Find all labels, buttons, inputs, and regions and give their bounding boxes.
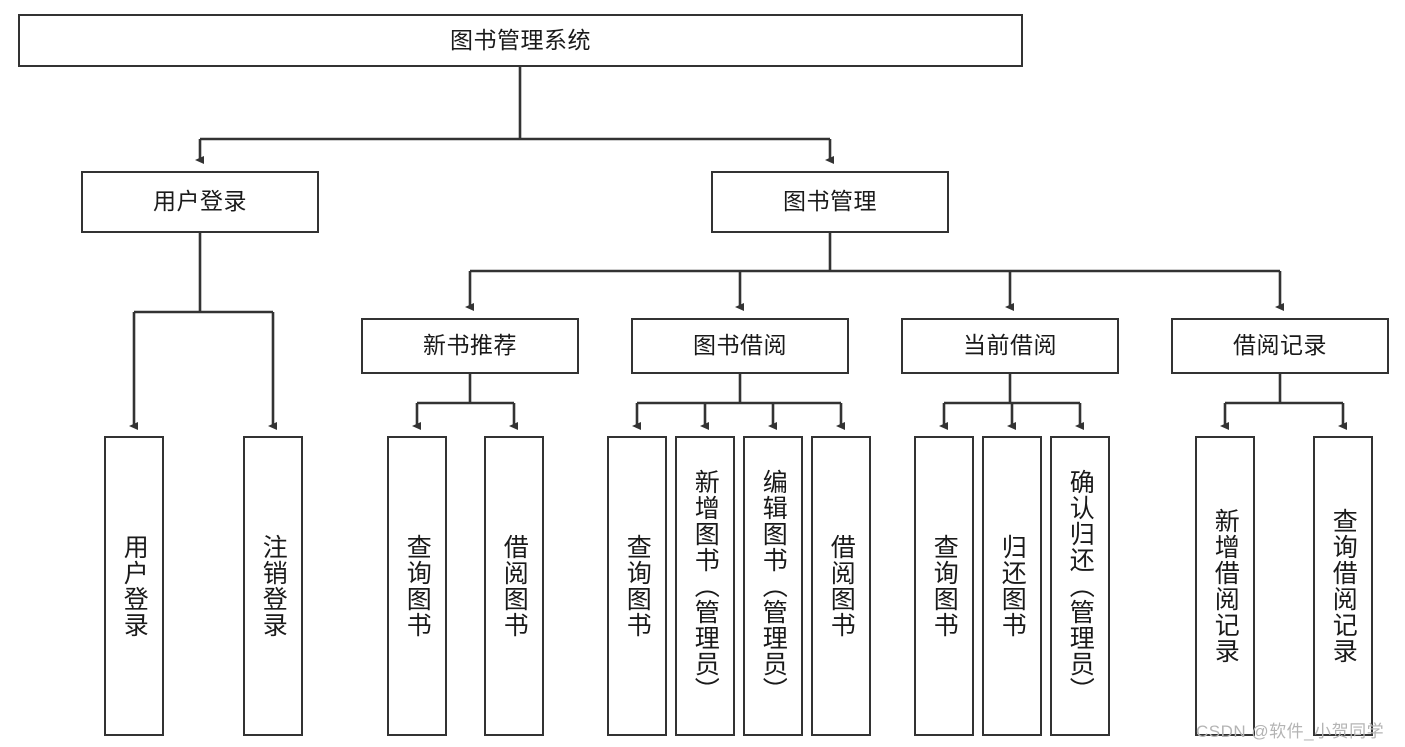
leaf-current-confirm-return-label: 确认归还（管理员）	[1066, 469, 1095, 703]
node-new-book-recommend[interactable]: 新书推荐	[361, 318, 579, 374]
node-user-login[interactable]: 用户登录	[81, 171, 319, 233]
leaf-current-query-book[interactable]: 查询图书	[914, 436, 974, 736]
node-book-borrow-label: 图书借阅	[693, 332, 787, 359]
leaf-user-login-label: 用户登录	[120, 534, 149, 638]
leaf-recommend-query-book-label: 查询图书	[403, 534, 432, 638]
node-borrow-records[interactable]: 借阅记录	[1171, 318, 1389, 374]
leaf-borrow-query-book[interactable]: 查询图书	[607, 436, 667, 736]
leaf-borrow-add-book-label: 新增图书（管理员）	[691, 469, 720, 703]
leaf-current-return-book[interactable]: 归还图书	[982, 436, 1042, 736]
leaf-borrow-edit-book-label: 编辑图书（管理员）	[759, 469, 788, 703]
leaf-borrow-borrow-book-label: 借阅图书	[827, 534, 856, 638]
node-book-management[interactable]: 图书管理	[711, 171, 949, 233]
leaf-current-confirm-return[interactable]: 确认归还（管理员）	[1050, 436, 1110, 736]
node-borrow-records-label: 借阅记录	[1233, 332, 1327, 359]
leaf-borrow-edit-book[interactable]: 编辑图书（管理员）	[743, 436, 803, 736]
leaf-recommend-query-book[interactable]: 查询图书	[387, 436, 447, 736]
leaf-borrow-add-book[interactable]: 新增图书（管理员）	[675, 436, 735, 736]
node-root-label: 图书管理系统	[450, 26, 591, 53]
leaf-records-add-record[interactable]: 新增借阅记录	[1195, 436, 1255, 736]
leaf-recommend-borrow-book-label: 借阅图书	[500, 534, 529, 638]
leaf-records-query-record[interactable]: 查询借阅记录	[1313, 436, 1373, 736]
node-current-borrow-label: 当前借阅	[963, 332, 1057, 359]
leaf-records-add-record-label: 新增借阅记录	[1211, 508, 1240, 664]
node-user-login-label: 用户登录	[153, 188, 247, 215]
leaf-current-query-book-label: 查询图书	[930, 534, 959, 638]
csdn-watermark: CSDN @软件_小贺同学	[1196, 722, 1385, 741]
leaf-user-logout[interactable]: 注销登录	[243, 436, 303, 736]
leaf-borrow-borrow-book[interactable]: 借阅图书	[811, 436, 871, 736]
node-book-management-label: 图书管理	[783, 188, 877, 215]
leaf-current-return-book-label: 归还图书	[998, 534, 1027, 638]
node-book-borrow[interactable]: 图书借阅	[631, 318, 849, 374]
leaf-user-login[interactable]: 用户登录	[104, 436, 164, 736]
leaf-records-query-record-label: 查询借阅记录	[1329, 508, 1358, 664]
leaf-recommend-borrow-book[interactable]: 借阅图书	[484, 436, 544, 736]
leaf-borrow-query-book-label: 查询图书	[623, 534, 652, 638]
leaf-user-logout-label: 注销登录	[259, 534, 288, 638]
node-new-book-recommend-label: 新书推荐	[423, 332, 517, 359]
node-root[interactable]: 图书管理系统	[18, 14, 1023, 67]
node-current-borrow[interactable]: 当前借阅	[901, 318, 1119, 374]
